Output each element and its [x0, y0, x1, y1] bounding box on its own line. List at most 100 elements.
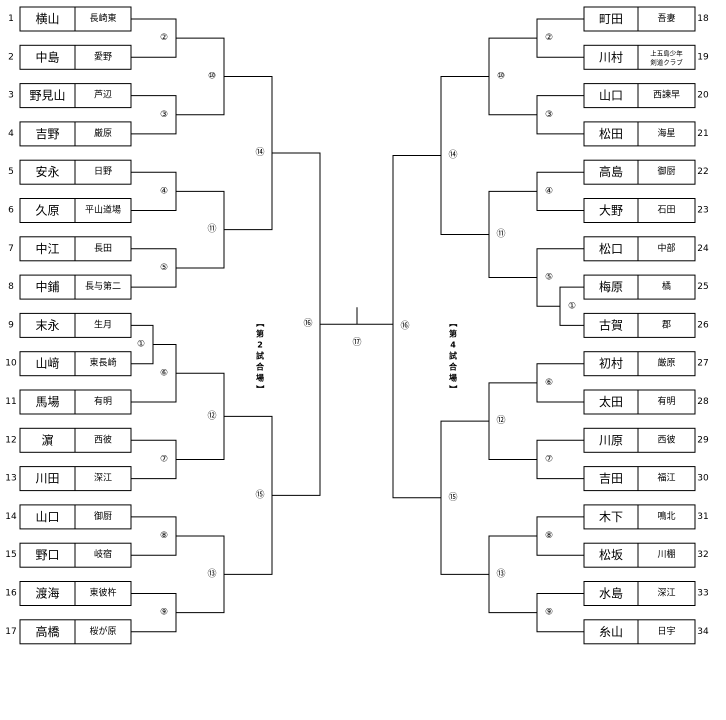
team-name: 桜が原 [89, 625, 116, 637]
svg-text:】: 】 [449, 385, 459, 393]
match-number-13: ⑬ [207, 568, 216, 579]
team-name: 深江 [657, 588, 675, 599]
player-box [583, 236, 696, 262]
player-name: 山口 [35, 510, 59, 524]
seed-number: 20 [697, 91, 709, 101]
player-name: 安永 [35, 164, 59, 179]
player-name: 渡海 [35, 586, 59, 601]
player-name: 山口 [599, 89, 623, 103]
match-number-10: ⑩ [497, 71, 505, 81]
player-name: 糸山 [599, 625, 623, 639]
match-number-4: ④ [545, 186, 553, 196]
bracket-line [392, 154, 441, 499]
match-number-7: ⑦ [160, 454, 168, 464]
player-name: 横山 [35, 12, 59, 26]
match-number-1: ① [137, 340, 145, 350]
player-box [583, 466, 696, 492]
match-number-8: ⑧ [160, 531, 168, 541]
team-name: 厳原 [94, 127, 112, 139]
team-name: 長与第二 [85, 280, 121, 292]
match-number-1: ① [568, 301, 576, 311]
team-name: 鳴北 [657, 510, 675, 522]
svg-text:4: 4 [450, 341, 456, 350]
team-name: 西彼 [657, 433, 675, 445]
svg-text:】: 】 [256, 385, 266, 393]
seed-number: 34 [697, 627, 709, 637]
player-name: 久原 [35, 204, 59, 218]
match-number-11: ⑪ [496, 228, 505, 239]
player-name: 大野 [599, 204, 623, 218]
match-number-6: ⑥ [545, 378, 553, 388]
match-number-4: ④ [160, 186, 168, 196]
seed-number: 12 [5, 435, 16, 445]
player-name: 川田 [35, 472, 59, 486]
seed-number: 1 [8, 14, 14, 24]
seed-number: 27 [697, 359, 708, 369]
player-box [583, 6, 696, 32]
match-number-3: ③ [545, 110, 553, 120]
team-name: 有明 [94, 395, 112, 407]
seed-number: 31 [697, 512, 708, 522]
bracket-line [131, 18, 177, 58]
seed-number: 29 [697, 435, 709, 445]
seed-number: 16 [5, 589, 17, 599]
player-box [583, 159, 696, 185]
match-number-16: ⑯ [400, 321, 409, 332]
seed-number: 9 [8, 320, 14, 330]
team-name: 長田 [94, 243, 112, 254]
team-name: 上五島少年剣道クラブ [650, 48, 683, 66]
match-number-5: ⑤ [545, 273, 553, 283]
player-box [583, 312, 696, 338]
player-box [583, 274, 696, 300]
seed-number: 30 [697, 474, 709, 484]
player-box [583, 44, 696, 70]
player-name: 水島 [599, 586, 623, 601]
player-name: 吉野 [35, 127, 59, 141]
match-number-11: ⑪ [207, 224, 216, 235]
match-number-9: ⑨ [160, 608, 168, 618]
team-name: 橘 [662, 281, 671, 292]
svg-text:合: 合 [448, 362, 458, 372]
team-name: 川棚 [657, 548, 675, 560]
player-name: 古賀 [599, 317, 623, 332]
player-name: 中島 [35, 49, 59, 64]
seed-number: 3 [8, 91, 14, 101]
svg-text:【: 【 [449, 319, 459, 327]
match-number-16: ⑯ [303, 318, 312, 329]
team-name: 西彼 [94, 433, 112, 445]
player-name: 木下 [599, 510, 623, 524]
match-number-9: ⑨ [545, 608, 553, 618]
player-name: 濵 [41, 432, 53, 447]
match-number-8: ⑧ [545, 531, 553, 541]
match-number-14: ⑭ [255, 147, 264, 158]
bracket-line [131, 439, 177, 480]
svg-text:第: 第 [256, 329, 264, 339]
team-name: 有明 [657, 395, 675, 407]
player-name: 松田 [599, 127, 623, 141]
seed-number: 21 [697, 129, 708, 139]
team-name: 生月 [94, 318, 112, 330]
player-box [583, 581, 696, 606]
match-number-6: ⑥ [160, 368, 168, 378]
team-name: 日野 [94, 166, 112, 177]
match-number-2: ② [160, 33, 168, 43]
team-name: 郡 [662, 319, 671, 330]
bracket-line [176, 372, 225, 460]
team-name: 厳原 [657, 357, 675, 369]
seed-number: 4 [8, 129, 14, 139]
player-name: 川村 [599, 50, 623, 64]
player-name: 高橋 [35, 624, 59, 639]
bracket-line [272, 152, 321, 496]
seed-number: 8 [8, 282, 14, 292]
seed-number: 22 [697, 167, 708, 177]
match-number-5: ⑤ [160, 263, 168, 273]
seed-number: 25 [697, 282, 708, 292]
seed-number: 13 [5, 474, 16, 484]
match-number-14: ⑭ [448, 149, 457, 160]
team-name: 愛野 [94, 50, 112, 62]
seed-number: 2 [8, 52, 14, 62]
team-name: 東長崎 [89, 357, 116, 369]
player-name: 太田 [599, 394, 623, 409]
